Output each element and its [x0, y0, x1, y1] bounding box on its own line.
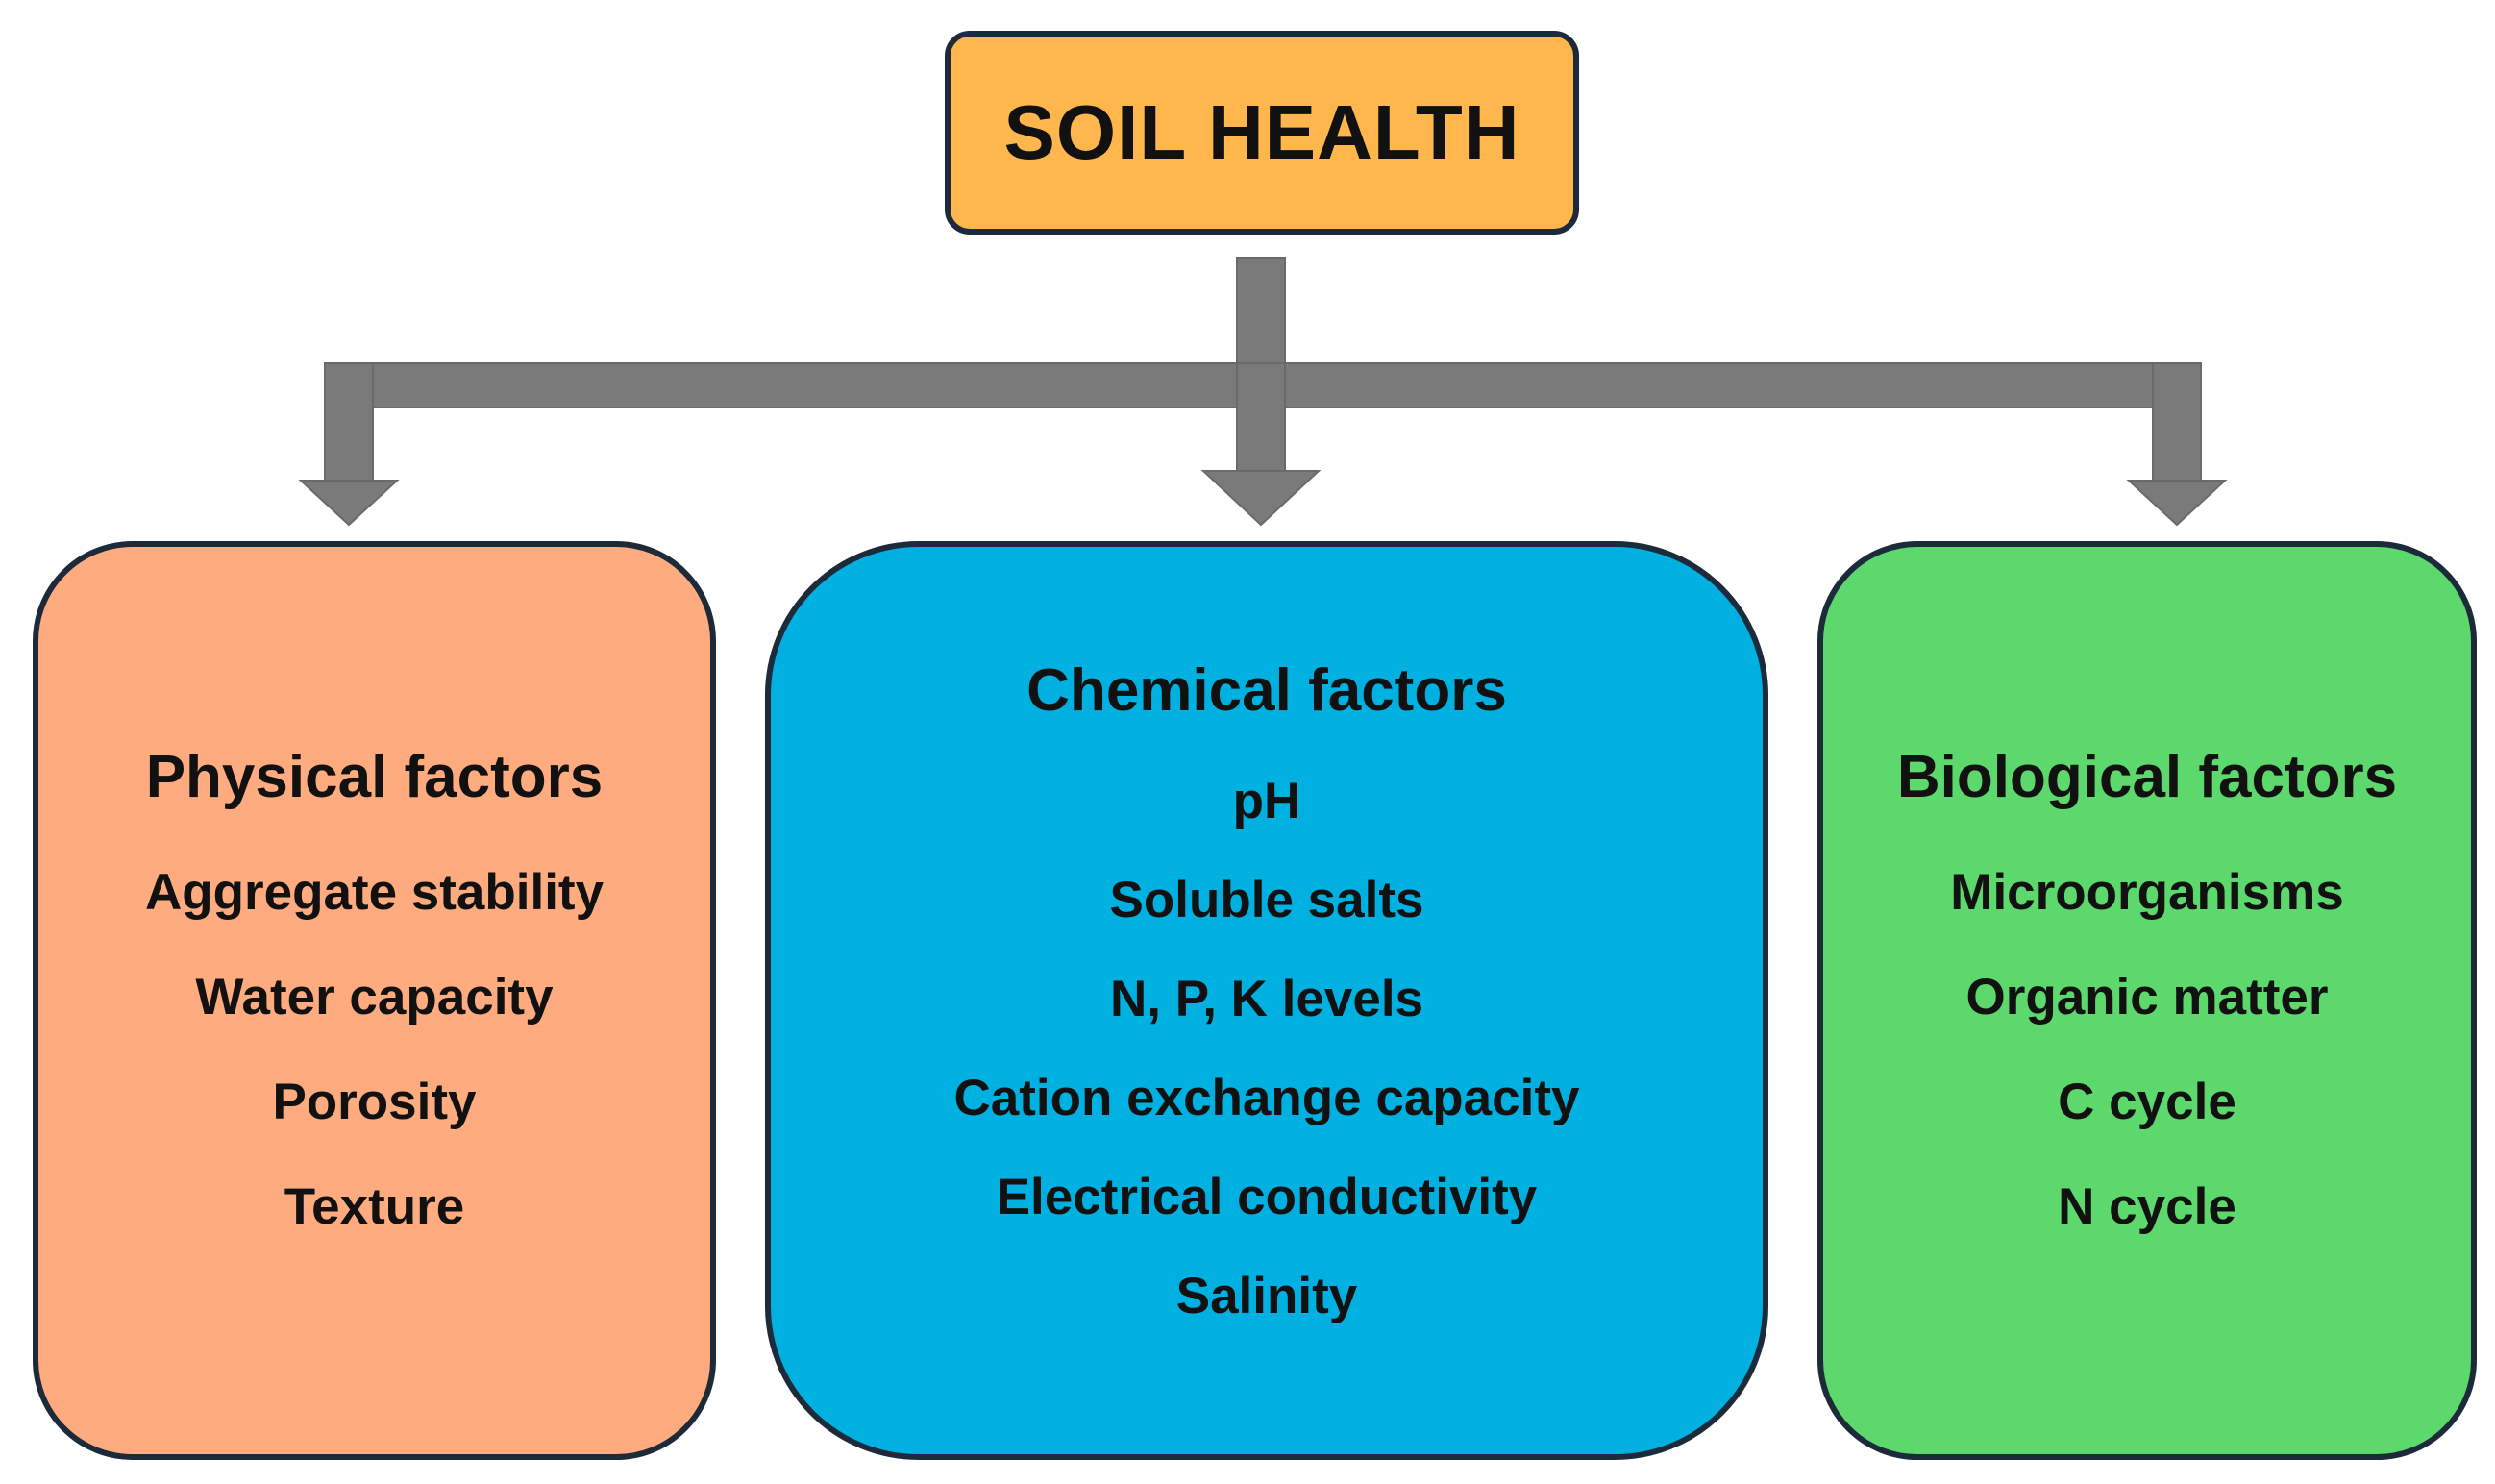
- chemical-factors-box: Chemical factors pH Soluble salts N, P, …: [765, 541, 1768, 1460]
- soil-health-title: SOIL HEALTH: [1003, 89, 1520, 175]
- right-drop: [2152, 362, 2202, 482]
- physical-factor-item: Aggregate stability: [144, 863, 605, 921]
- physical-factor-item: Porosity: [272, 1073, 477, 1130]
- biological-factor-item: C cycle: [2058, 1073, 2236, 1130]
- physical-factor-item: Water capacity: [195, 968, 554, 1026]
- left-arrowhead: [298, 480, 400, 527]
- chemical-factors-title: Chemical factors: [1026, 656, 1507, 724]
- chemical-factor-item: Cation exchange capacity: [953, 1069, 1580, 1126]
- biological-factors-box: Biological factors Microorganisms Organi…: [1817, 541, 2477, 1460]
- chemical-factor-item: Salinity: [1175, 1267, 1358, 1324]
- chemical-factor-item: Electrical conductivity: [996, 1168, 1538, 1225]
- chemical-factor-item: Soluble salts: [1109, 871, 1424, 928]
- biological-factors-title: Biological factors: [1896, 743, 2398, 810]
- biological-factor-item: Organic matter: [1965, 968, 2329, 1026]
- physical-factor-item: Texture: [284, 1177, 465, 1235]
- chemical-factor-item: N, P, K levels: [1109, 970, 1424, 1027]
- biological-factors-list: Microorganisms Organic matter C cycle N …: [1950, 840, 2343, 1259]
- root-stem: [1236, 257, 1286, 383]
- biological-factor-item: Microorganisms: [1950, 863, 2344, 921]
- center-arrowhead: [1200, 470, 1322, 527]
- right-arrowhead: [2126, 480, 2228, 527]
- biological-factor-item: N cycle: [2058, 1177, 2236, 1235]
- physical-factors-list: Aggregate stability Water capacity Poros…: [145, 840, 604, 1259]
- chemical-factors-list: pH Soluble salts N, P, K levels Cation e…: [954, 752, 1580, 1346]
- left-drop: [324, 362, 374, 482]
- chemical-factor-item: pH: [1232, 772, 1301, 829]
- soil-health-box: SOIL HEALTH: [945, 31, 1579, 235]
- center-drop: [1236, 362, 1286, 472]
- physical-factors-title: Physical factors: [145, 743, 604, 810]
- physical-factors-box: Physical factors Aggregate stability Wat…: [33, 541, 716, 1460]
